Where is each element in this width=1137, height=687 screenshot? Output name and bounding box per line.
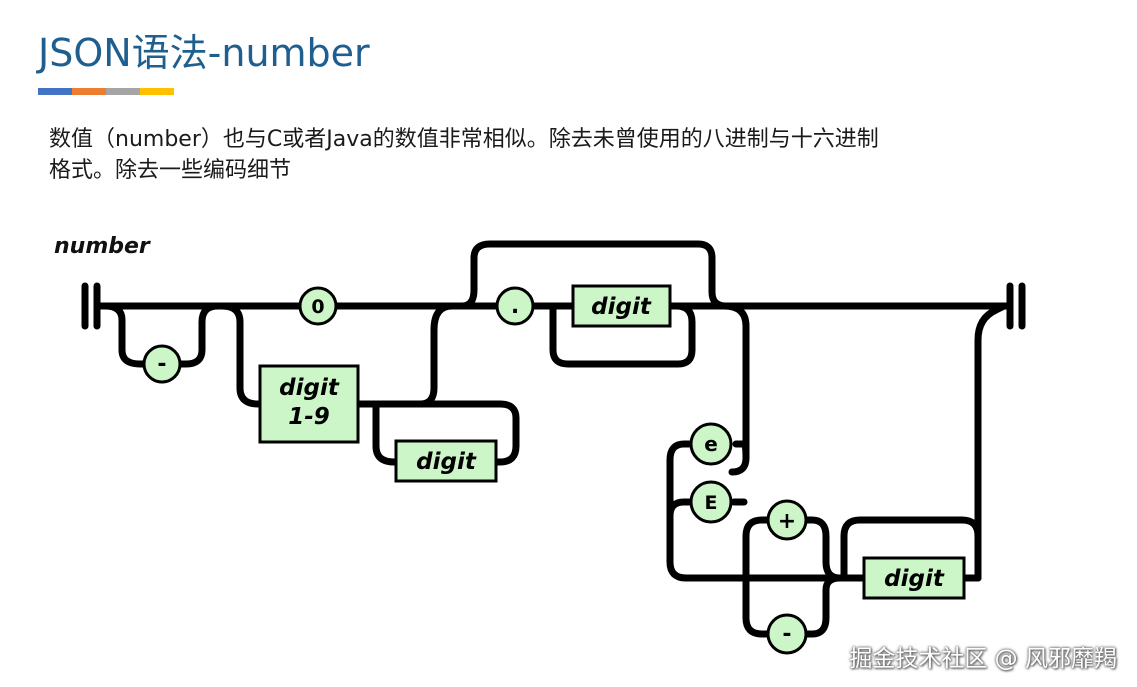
track-lines	[81, 240, 1026, 638]
slide-title: JSON语法-number	[38, 31, 370, 75]
diagram-nodes: - 0 . digit digit 1-9 digit e E + - digi…	[142, 284, 966, 655]
plus-node	[766, 499, 808, 541]
plus-node-label: +	[778, 509, 796, 534]
dot-node	[495, 286, 535, 326]
accent-segment-yellow	[140, 88, 174, 95]
watermark: 掘金技术社区 @ 风邪靡羯	[849, 646, 1117, 672]
dot-node-label: .	[511, 294, 519, 319]
zero-node	[298, 286, 338, 326]
fraction-digit-box	[571, 284, 672, 328]
accent-segment-gray	[106, 88, 140, 95]
description-line-2: 格式。除去一些编码细节	[49, 158, 292, 183]
integer-digit-label: digit	[416, 449, 477, 475]
digit-1-9-label-bottom: 1-9	[288, 404, 330, 430]
description: 数值（number）也与C或者Java的数值非常相似。除去未曾使用的八进制与十六…	[49, 124, 1039, 186]
e-upper-node-label: E	[705, 492, 718, 514]
description-line-1: 数值（number）也与C或者Java的数值非常相似。除去未曾使用的八进制与十六…	[49, 127, 879, 152]
diagram-label: number	[54, 234, 151, 259]
minus-node	[142, 344, 182, 384]
minus-node-label: -	[157, 352, 166, 377]
digit-1-9-label-top: digit	[279, 375, 340, 401]
accent-segment-orange	[72, 88, 106, 95]
zero-node-label: 0	[311, 296, 324, 318]
fraction-digit-label: digit	[591, 294, 652, 320]
exponent-digit-box	[862, 556, 966, 600]
exponent-digit-label: digit	[884, 566, 945, 592]
title-accent-bar	[38, 88, 174, 95]
accent-segment-blue	[38, 88, 72, 95]
e-lower-node	[689, 422, 733, 466]
exponent-minus-node-label: -	[782, 622, 791, 647]
e-upper-node	[689, 480, 733, 524]
exponent-minus-node	[766, 613, 808, 655]
digit-1-9-box	[258, 364, 360, 444]
e-lower-node-label: e	[704, 432, 718, 456]
integer-digit-box	[394, 439, 498, 483]
